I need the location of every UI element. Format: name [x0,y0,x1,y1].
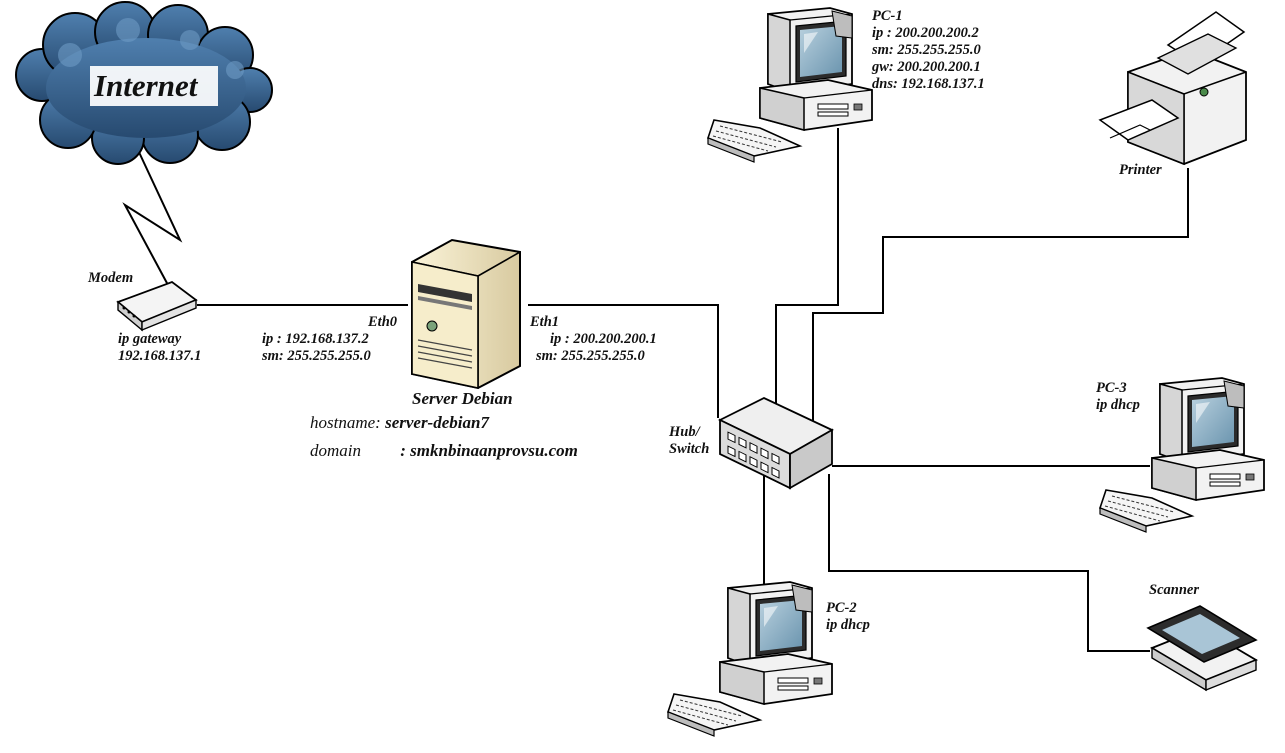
pc-1-ip: ip : 200.200.200.2 [872,25,979,41]
pc-2-icon [667,581,833,737]
server-hostname-row: hostname: server-debian7 [310,414,489,431]
hostname-value: server-debian7 [385,413,489,432]
hub-switch-icon [717,396,834,490]
scanner-label: Scanner [1149,582,1199,598]
printer-icon [1098,11,1247,166]
server-eth1-block: Eth1 ip : 200.200.200.1 sm: 255.255.255.… [530,315,657,366]
internet-label: Internet [94,68,198,103]
pc-2-name: PC-2 [826,600,857,616]
internet-cloud-icon [15,1,273,165]
modem-ip-block: ip gateway 192.168.137.1 [118,332,201,366]
pc-1-name: PC-1 [872,8,903,24]
modem-label: Modem [88,270,134,286]
hub-label-line1: Hub/ [669,424,700,440]
pc-2-info-block: PC-2 ip dhcp [826,601,870,635]
domain-key: domain [310,441,361,460]
pc-3-name: PC-3 [1096,380,1127,396]
modem-icon [116,280,198,332]
pc-1-dns: dns: 192.168.137.1 [872,76,985,92]
domain-value: : smknbinaanprovsu.com [400,441,578,460]
eth1-sm: sm: 255.255.255.0 [536,348,645,364]
pc-1-icon [707,7,873,163]
printer-label: Printer [1119,162,1162,178]
pc-1-info-block: PC-1 ip : 200.200.200.2 sm: 255.255.255.… [872,9,985,94]
hostname-key: hostname: [310,413,381,432]
pc-1-gw: gw: 200.200.200.1 [872,59,981,75]
network-links [122,128,1189,652]
hub-label-block: Hub/ Switch [669,425,709,459]
eth0-sm: sm: 255.255.255.0 [262,348,371,364]
hub-label-line2: Switch [669,441,710,457]
eth1-name: Eth1 [530,314,560,330]
pc-3-ip: ip dhcp [1096,397,1140,413]
pc-3-info-block: PC-3 ip dhcp [1096,381,1140,415]
scanner-icon [1146,605,1259,692]
eth0-ip: ip : 192.168.137.2 [262,331,369,347]
modem-ip-value: 192.168.137.1 [118,348,202,364]
server-domain-row: domain : smknbinaanprovsu.com [310,442,578,459]
server-debian-icon [411,238,521,390]
eth0-name: Eth0 [368,314,398,330]
server-eth0-block: Eth0 ip : 192.168.137.2 sm: 255.255.255.… [262,315,397,366]
server-name: Server Debian [412,389,513,408]
eth1-ip: ip : 200.200.200.1 [550,331,657,347]
pc-2-ip: ip dhcp [826,617,870,633]
pc-1-sm: sm: 255.255.255.0 [872,42,981,58]
modem-ip-label: ip gateway [118,331,182,347]
